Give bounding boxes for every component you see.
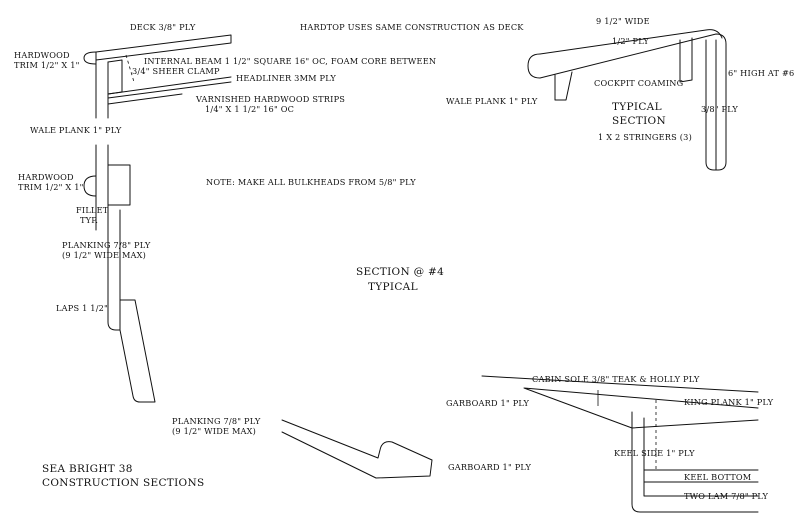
label-two-lam: TWO LAM 7/8" PLY xyxy=(684,491,768,501)
label-king-plank: KING PLANK 1" PLY xyxy=(684,397,774,407)
label-stringers: 1 X 2 STRINGERS (3) xyxy=(598,132,692,142)
label-typical: TYPICAL xyxy=(612,101,662,113)
planking-strake-1 xyxy=(107,164,131,206)
wale-plank-typical xyxy=(554,71,573,101)
label-wale-plank: WALE PLANK 1" PLY xyxy=(30,125,122,135)
deck-trim xyxy=(83,51,97,65)
label-hardwood-trim-2a: HARDWOOD xyxy=(18,172,74,182)
label-strips-a: VARNISHED HARDWOOD STRIPS xyxy=(195,94,345,104)
label-strips-b: 1/4" X 1 1/2" 16" OC xyxy=(205,104,294,114)
stringers xyxy=(679,37,693,83)
label-headliner: HEADLINER 3MM PLY xyxy=(236,73,336,83)
label-wale-plank-typical: WALE PLANK 1" PLY xyxy=(446,96,538,106)
label-internal-beam: INTERNAL BEAM 1 1/2" SQUARE 16" OC, FOAM… xyxy=(144,56,436,66)
title-sections: CONSTRUCTION SECTIONS xyxy=(42,477,204,489)
label-section: SECTION xyxy=(612,115,666,127)
label-top-ply: 1/2" PLY xyxy=(612,36,649,46)
wale-plank-upper xyxy=(95,51,109,119)
garboard-drawing xyxy=(281,419,433,479)
wale-plank-lower xyxy=(95,144,109,231)
lower-trim xyxy=(83,175,97,197)
sheer-clamp xyxy=(107,59,123,95)
headliner xyxy=(107,76,232,99)
label-section-title: SECTION @ #4 xyxy=(356,266,444,278)
label-deck: DECK 3/8" PLY xyxy=(130,22,196,32)
internal-beam-dashed xyxy=(125,54,135,83)
typical-section-drawing xyxy=(527,29,727,171)
label-hardwood-trim-1b: TRIM 1/2" X 1" xyxy=(14,60,80,70)
bottom-section-drawing xyxy=(481,375,759,513)
label-planking2-a: PLANKING 7/8" PLY xyxy=(172,416,261,426)
label-fillet-b: TYP. xyxy=(80,215,98,225)
planking-strake-2 xyxy=(107,204,121,331)
keel-bottom xyxy=(643,469,759,483)
coaming-side xyxy=(705,39,727,171)
deck-panel xyxy=(95,34,232,61)
keel-side xyxy=(631,411,759,513)
label-garboard-lower: GARBOARD 1" PLY xyxy=(448,462,532,472)
planking-strake-3 xyxy=(119,299,156,403)
section-4-drawing xyxy=(83,34,232,403)
label-planking2-b: (9 1/2" WIDE MAX) xyxy=(172,426,256,436)
label-sheer-clamp: 3/4" SHEER CLAMP xyxy=(132,66,220,76)
label-cockpit-coaming: COCKPIT COAMING xyxy=(594,78,683,88)
note-hardtop: HARDTOP USES SAME CONSTRUCTION AS DECK xyxy=(300,22,524,32)
coaming-top-inner xyxy=(539,29,723,55)
garboard-plank xyxy=(281,419,433,479)
garboard-upper xyxy=(523,387,759,429)
label-hardwood-trim-2b: TRIM 1/2" X 1" xyxy=(18,182,84,192)
label-keel-bottom: KEEL BOTTOM xyxy=(684,472,751,482)
label-section-typical: TYPICAL xyxy=(368,281,418,293)
title-boat: SEA BRIGHT 38 xyxy=(42,463,133,475)
coaming-top xyxy=(527,33,727,79)
label-side-ply: 3/8" PLY xyxy=(701,104,738,114)
cabin-sole-line xyxy=(481,375,759,393)
label-laps: LAPS 1 1/2" xyxy=(56,303,108,313)
label-hardwood-trim-1a: HARDWOOD xyxy=(14,50,70,60)
label-height: 6" HIGH AT #6 xyxy=(728,68,794,78)
label-garboard-upper: GARBOARD 1" PLY xyxy=(446,398,530,408)
label-width: 9 1/2" WIDE xyxy=(596,16,650,26)
note-bulkheads: NOTE: MAKE ALL BULKHEADS FROM 5/8" PLY xyxy=(206,177,416,187)
label-fillet-a: FILLET xyxy=(76,205,109,215)
hardwood-strips xyxy=(107,93,183,105)
label-keel-side: KEEL SIDE 1" PLY xyxy=(614,448,695,458)
label-planking-a: PLANKING 7/8" PLY xyxy=(62,240,151,250)
label-planking-b: (9 1/2" WIDE MAX) xyxy=(62,250,146,260)
label-cabin-sole: CABIN SOLE 3/8" TEAK & HOLLY PLY xyxy=(532,374,700,384)
